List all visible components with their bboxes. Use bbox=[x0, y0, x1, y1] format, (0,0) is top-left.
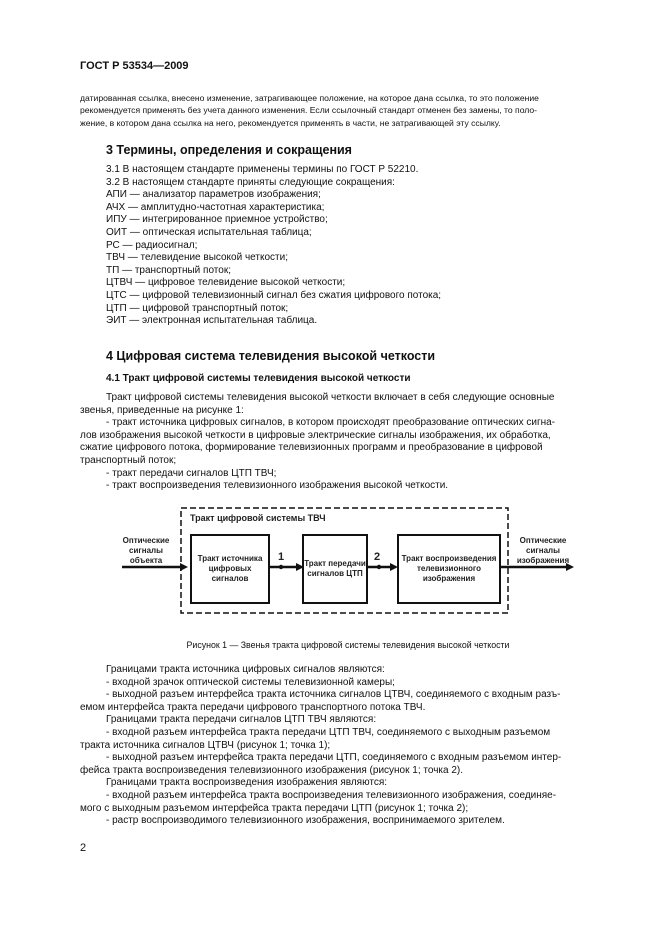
text-line: емом интерфейса тракта передачи цифровог… bbox=[80, 701, 426, 713]
figure-caption: Рисунок 1 — Звенья тракта цифровой систе… bbox=[186, 640, 510, 650]
point-2-label: 2 bbox=[374, 551, 381, 563]
text-line: ИПУ — интегрированное приемное устройств… bbox=[106, 214, 328, 226]
page-number: 2 bbox=[80, 842, 87, 854]
block-reproduction: Тракт воспроизведения телевизионного изо… bbox=[397, 534, 501, 604]
text-line: Границами тракта источника цифровых сигн… bbox=[106, 664, 385, 675]
text-line: ЦТС — цифровой телевизионный сигнал без … bbox=[106, 289, 442, 301]
text-line: АЧХ — амплитудно-частотная характеристик… bbox=[106, 201, 325, 213]
text-line: Границами тракта передачи сигналов ЦТП Т… bbox=[106, 714, 377, 726]
block-label: Тракт передачи сигналов ЦТП bbox=[304, 559, 366, 578]
text-line: транспортный поток; bbox=[80, 454, 177, 466]
text-line: фейса тракта воспроизведения телевизионн… bbox=[80, 764, 464, 776]
frame-label: Тракт цифровой системы ТВЧ bbox=[190, 513, 326, 523]
text-line: - входной разъем интерфейса тракта перед… bbox=[106, 726, 551, 738]
block-label: Тракт источника цифровых сигналов bbox=[197, 554, 263, 583]
text-line: рекомендуется применять без учета данног… bbox=[80, 105, 538, 116]
text-line: - входной зрачок оптической системы теле… bbox=[106, 676, 395, 688]
text-line: сжатие цифрового потока, формирование те… bbox=[80, 442, 543, 454]
figure-1-diagram bbox=[122, 507, 574, 614]
text-line: Границами тракта воспроизведения изображ… bbox=[106, 777, 388, 789]
text-line: - тракт источника цифровых сигналов, в к… bbox=[106, 417, 556, 429]
text-line: ЭИТ — электронная испытательная таблица. bbox=[106, 315, 318, 327]
text-line: - входной разъем интерфейса тракта воспр… bbox=[106, 789, 557, 801]
text-line: - растр воспроизводимого телевизионного … bbox=[106, 815, 505, 827]
text-line: мого с выходным разъемом интерфейса трак… bbox=[80, 802, 469, 814]
text-line: АПИ — анализатор параметров изображения; bbox=[106, 189, 321, 201]
text-line: РС — радиосигнал; bbox=[106, 239, 198, 251]
text-line: датированная ссылка, внесено изменение, … bbox=[80, 93, 539, 103]
text-line: ЦТВЧ — цифровое телевидение высокой четк… bbox=[106, 277, 346, 289]
text-line: звенья, приведенные на рисунке 1: bbox=[80, 404, 244, 416]
block-label: Тракт воспроизведения телевизионного изо… bbox=[401, 554, 497, 583]
point-2-marker bbox=[376, 564, 382, 570]
text-line: лов изображения высокой четкости в цифро… bbox=[80, 429, 551, 441]
output-label: Оптические сигналы изображения bbox=[516, 536, 570, 565]
text-line: 3.1 В настоящем стандарте применены терм… bbox=[106, 164, 419, 175]
point-1-label: 1 bbox=[278, 551, 285, 563]
section-4-1-heading: 4.1 Тракт цифровой системы телевидения в… bbox=[106, 373, 411, 384]
system-frame bbox=[180, 507, 509, 614]
block-source: Тракт источника цифровых сигналов bbox=[190, 534, 270, 604]
section-3-list: 3.1 В настоящем стандарте применены терм… bbox=[106, 164, 616, 328]
section-3-heading: 3 Термины, определения и сокращения bbox=[106, 143, 352, 157]
text-line: тракта источника сигналов ЦТВЧ (рисунок … bbox=[80, 739, 331, 751]
point-1-marker bbox=[278, 564, 284, 570]
text-line: жение, в котором дана ссылка на него, ре… bbox=[80, 117, 501, 128]
text-line: - выходной разъем интерфейса тракта исто… bbox=[106, 689, 561, 701]
section-4-paragraph: Тракт цифровой системы телевидения высок… bbox=[80, 392, 616, 493]
text-line: ОИТ — оптическая испытательная таблица; bbox=[106, 226, 312, 238]
document-header: ГОСТ Р 53534—2009 bbox=[80, 60, 189, 72]
section-4-heading: 4 Цифровая система телевидения высокой ч… bbox=[106, 349, 436, 363]
text-line: 3.2 В настоящем стандарте приняты следую… bbox=[106, 176, 395, 188]
text-line: - выходной разъем интерфейса тракта пере… bbox=[106, 752, 562, 764]
text-line: ТП — транспортный поток; bbox=[106, 264, 231, 276]
text-line: - тракт передачи сигналов ЦТП ТВЧ; bbox=[106, 467, 277, 479]
text-line: ТВЧ — телевидение высокой четкости; bbox=[106, 252, 288, 264]
input-label: Оптические сигналы объекта bbox=[122, 536, 170, 565]
block-transmission: Тракт передачи сигналов ЦТП bbox=[302, 534, 368, 604]
boundaries-paragraph: Границами тракта источника цифровых сигн… bbox=[80, 664, 616, 828]
text-line: - тракт воспроизведения телевизионного и… bbox=[106, 480, 449, 492]
text-line: ЦТП — цифровой транспортный поток; bbox=[106, 302, 289, 314]
intro-paragraph: датированная ссылка, внесено изменение, … bbox=[80, 92, 616, 129]
text-line: Тракт цифровой системы телевидения высок… bbox=[106, 392, 555, 403]
